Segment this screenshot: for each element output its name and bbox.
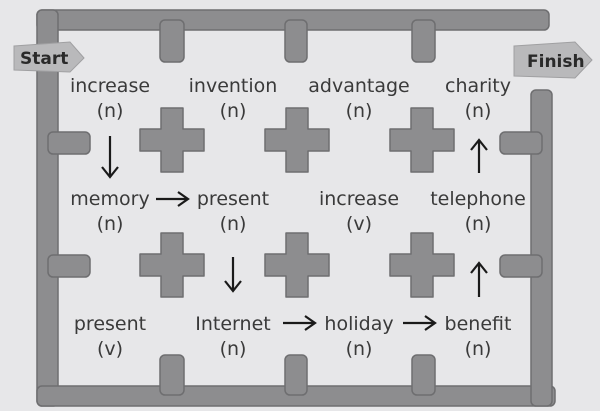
wall-stub: [284, 19, 308, 63]
arrow-right-icon: [403, 315, 437, 331]
cell-pos: (v): [97, 338, 123, 360]
plus-block: [264, 232, 330, 298]
cell-pos: (n): [346, 100, 373, 122]
cell-pos: (n): [346, 338, 373, 360]
finish-label: Finish: [527, 52, 585, 72]
wall-stub: [47, 131, 91, 155]
wall-stub: [159, 19, 185, 63]
plus-block: [389, 107, 455, 173]
cell-word: present: [74, 313, 146, 335]
cell-pos: (n): [220, 100, 247, 122]
cell-word: advantage: [308, 75, 409, 97]
cell-word: memory: [70, 188, 149, 210]
cell-pos: (n): [220, 338, 247, 360]
right-wall: [530, 89, 553, 407]
cell-pos: (n): [97, 213, 124, 235]
finish-tag: Finish: [513, 41, 593, 79]
wall-stub: [411, 19, 436, 63]
cell-pos: (n): [465, 100, 492, 122]
cell-word: increase: [70, 75, 150, 97]
cell-word: invention: [189, 75, 278, 97]
cell-word: increase: [319, 188, 399, 210]
start-tag: Start: [13, 41, 85, 73]
cell-pos: (v): [346, 213, 372, 235]
plus-block: [139, 107, 205, 173]
wall-stub: [411, 354, 436, 396]
cell-pos: (n): [465, 213, 492, 235]
arrow-up-icon: [470, 138, 488, 173]
cell-pos: (n): [97, 100, 124, 122]
path-arrows: [101, 136, 488, 331]
cell-word: benefit: [445, 313, 512, 335]
arrow-right-icon: [156, 191, 190, 207]
cell-pos: (n): [465, 338, 492, 360]
arrow-down-icon: [224, 257, 242, 293]
arrow-up-icon: [470, 261, 488, 297]
wall-stub: [159, 354, 185, 396]
cell-word: Internet: [195, 313, 270, 335]
wall-stub: [284, 354, 308, 396]
plus-block: [389, 232, 455, 298]
cell-word: present: [197, 188, 269, 210]
wall-stub: [47, 254, 91, 278]
plus-block: [139, 232, 205, 298]
cell-word: charity: [445, 75, 511, 97]
arrow-right-icon: [283, 315, 317, 331]
wall-stub: [499, 131, 543, 155]
wall-stub: [499, 254, 543, 278]
cell-pos: (n): [220, 213, 247, 235]
maze-walls: [36, 9, 556, 407]
cell-word: holiday: [324, 313, 393, 335]
start-label: Start: [20, 49, 68, 69]
arrow-down-icon: [101, 136, 119, 179]
plus-block: [264, 107, 330, 173]
word-cells: increase (n) invention (n) advantage (n)…: [70, 75, 526, 360]
cell-word: telephone: [430, 188, 526, 210]
